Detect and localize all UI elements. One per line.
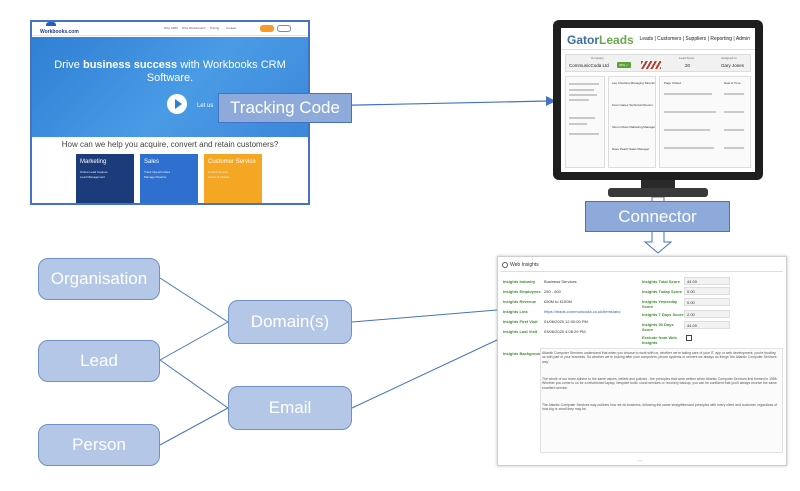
field-label: Insights 7 Days Score <box>642 312 684 317</box>
field-value: 03/06/2020 4:06:29 PM <box>544 329 586 334</box>
website-nav-item: Why CRM <box>164 26 178 30</box>
field-value: 01/06/2020 12:00:00 PM <box>544 319 588 324</box>
field-label: Insights Employees <box>503 289 541 294</box>
collapse-icon <box>502 262 508 268</box>
website-hero-title: Drive business success with Workbooks CR… <box>54 59 286 84</box>
field-value: 44.00 <box>687 323 698 328</box>
website-learn-text: Let us <box>197 103 214 109</box>
assigned-to: Gary Jones <box>721 63 745 68</box>
field-label: Insights Last Visit <box>503 329 538 334</box>
website-nav-item: Contact <box>226 26 237 30</box>
field-value: 250 - 500 <box>544 289 561 294</box>
field-label: Insights Total Score <box>642 279 680 284</box>
field-label: Exclude from Web Insights <box>642 335 677 345</box>
contact-item: Lee Chorlans Managing Director <box>612 81 656 85</box>
gatorleads-screen: GatorLeads Leads | Customers | Suppliers… <box>561 28 755 172</box>
background-paragraph: The Atlantic Computer Services way outli… <box>542 403 778 412</box>
connector-label: Connector <box>585 201 730 232</box>
web-insights-title: Web Insights <box>510 262 539 268</box>
field-label: Insights First Visit <box>503 319 538 324</box>
score-box <box>684 310 730 318</box>
website-logo: Workbooks.com <box>40 29 79 35</box>
score-box <box>684 287 730 295</box>
website-nav-item: Pricing <box>210 26 220 30</box>
field-label: Insights Revenue <box>503 299 537 304</box>
website-nav-item: Why Workbooks? <box>182 26 206 30</box>
score-box <box>684 321 730 329</box>
monitor-neck <box>641 180 675 188</box>
website-question: How can we help you acquire, convert and… <box>61 140 279 149</box>
gatorleads-nav: Leads | Customers | Suppliers | Reportin… <box>639 36 750 42</box>
score-bars <box>641 61 661 69</box>
line-domains-insights <box>351 309 498 323</box>
divider <box>501 271 783 272</box>
lead-score: 20 <box>685 63 691 68</box>
lead-box: Lead <box>38 340 160 382</box>
monitor: GatorLeads Leads | Customers | Suppliers… <box>553 20 763 180</box>
field-label: Insights Background <box>503 351 543 356</box>
field-value: 0.00 <box>687 289 695 294</box>
web-insights-panel: Web Insights Insights Industry Business … <box>497 256 787 466</box>
organisation-box: Organisation <box>38 258 160 300</box>
website-screenshot: Workbooks.com Why CRM Why Workbooks? Pri… <box>30 20 310 205</box>
line-lead-domains <box>159 321 229 361</box>
field-label: Insights Link <box>503 309 528 314</box>
field-value: Business Services <box>544 279 577 284</box>
website-logo-icon <box>46 22 56 26</box>
monitor-stand <box>608 188 708 197</box>
field-label: Insights Today Score <box>642 289 683 294</box>
field-label: Insights Yesterday Score <box>642 299 678 309</box>
tracking-code-label: Tracking Code <box>218 93 352 123</box>
background-paragraph: The whole of our team adhere to the same… <box>542 377 778 390</box>
score-box <box>684 277 730 285</box>
strip-label: Assigned to <box>721 56 737 60</box>
contact-item: Kevin Gates Technical Director <box>612 103 653 107</box>
gatorleads-header: GatorLeads Leads | Customers | Suppliers… <box>561 28 755 50</box>
line-email-insights <box>351 339 498 409</box>
gatorleads-contacts-panel: Lee Chorlans Managing Director Kevin Gat… <box>608 76 656 168</box>
time-heading: Date & Time <box>724 81 741 85</box>
insights-link[interactable]: https://leads.communicoda.co.uk/items/ab… <box>544 309 621 314</box>
field-value: 2.00 <box>687 312 695 317</box>
line-person-email <box>159 407 229 446</box>
gatorleads-pages-panel: Page Visited Date & Time <box>659 76 751 168</box>
tracking-arrowhead <box>546 96 556 106</box>
website-card-sales: Sales Track Opportunities Manage Pipelin… <box>140 154 198 203</box>
field-value: £50M to £100M <box>544 299 572 304</box>
strip-label: Lead Score <box>679 56 695 60</box>
connector-to-insights-arrow <box>643 228 673 254</box>
field-label: Insights 30 Days Score <box>642 322 674 332</box>
website-hero: Drive business success with Workbooks CR… <box>32 37 308 137</box>
website-card-marketing: Marketing Online Lead Capture Lead Manag… <box>76 154 134 203</box>
status-badge: 20% ✓ <box>617 62 631 68</box>
field-value: 44.00 <box>687 279 698 284</box>
gatorleads-left-panel <box>565 76 605 168</box>
more-dots: ... <box>638 457 643 463</box>
background-paragraph: Atlantic Computer Services understand th… <box>542 351 777 364</box>
website-cta-button <box>260 25 274 32</box>
play-icon <box>167 94 187 114</box>
website-login-button <box>277 25 291 32</box>
line-organisation-domains <box>159 277 229 323</box>
pages-heading: Page Visited <box>664 81 681 85</box>
line-lead-email <box>159 359 229 409</box>
background-textbox[interactable] <box>540 348 783 453</box>
website-topbar: Workbooks.com Why CRM Why Workbooks? Pri… <box>32 22 308 36</box>
contact-item: Dave Peach Sales Manager <box>612 147 650 151</box>
email-box: Email <box>228 386 352 430</box>
score-box <box>684 298 730 306</box>
strip-label: Company <box>591 56 604 60</box>
domains-box: Domain(s) <box>228 300 352 344</box>
company-name: CommunicCoda Ltd <box>569 63 609 68</box>
contact-item: Simon Moss Marketing Manager <box>612 125 656 129</box>
website-card-service: Customer Service Unified Service Cases &… <box>204 154 262 203</box>
field-value: 0.00 <box>687 300 695 305</box>
gatorleads-logo: GatorLeads <box>567 33 634 47</box>
field-label: Insights Industry <box>503 279 536 284</box>
exclude-checkbox[interactable] <box>686 335 692 341</box>
person-box: Person <box>38 424 160 466</box>
